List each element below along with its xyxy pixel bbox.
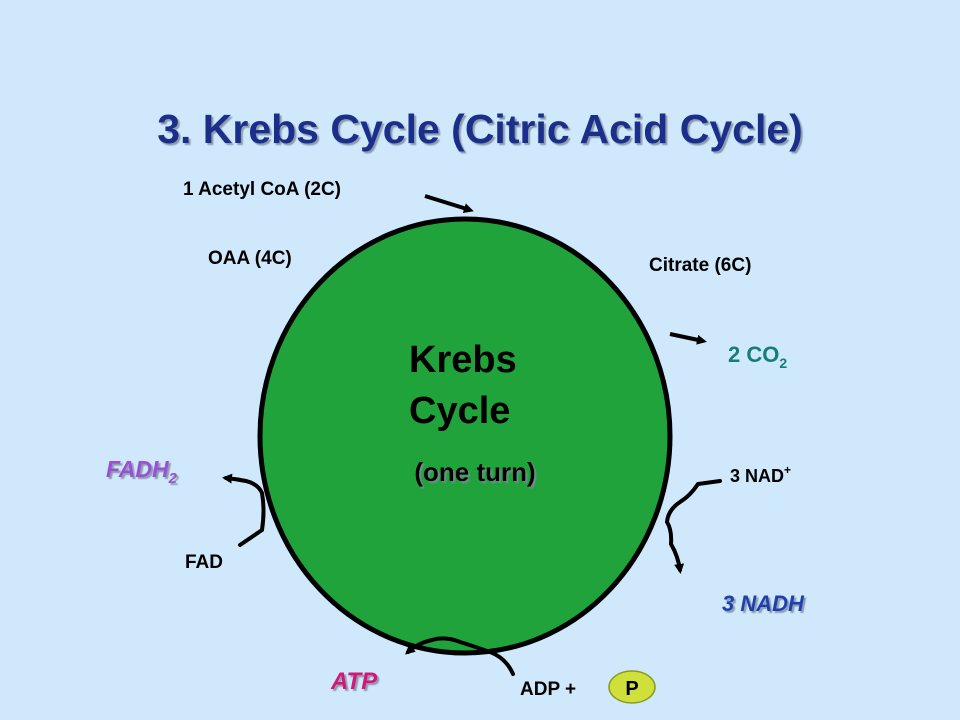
nad-curve xyxy=(664,479,722,574)
nad-label: 3 NAD+ xyxy=(730,463,791,486)
acetyl-coa-label: 1 Acetyl CoA (2C) xyxy=(183,179,341,200)
atp-label: ATP xyxy=(330,668,378,695)
citrate-label: Citrate (6C) xyxy=(649,255,751,276)
fadh2-label: FADH2 xyxy=(106,456,178,487)
acetyl-coa-arrow xyxy=(424,194,474,213)
fad-label: FAD xyxy=(185,552,223,573)
page-title: 3. Krebs Cycle (Citric Acid Cycle) xyxy=(157,106,803,152)
adp-label: ADP + xyxy=(520,679,576,700)
co2-label: 2 CO2 xyxy=(728,342,787,371)
fad-curve xyxy=(222,473,266,547)
oaa-label: OAA (4C) xyxy=(208,248,292,269)
cycle-name-line2: Cycle xyxy=(409,390,510,432)
co2-arrow xyxy=(669,332,707,345)
krebs-cycle-circle xyxy=(257,216,673,656)
nadh-label: 3 NADH xyxy=(722,591,805,616)
phosphate-label: P xyxy=(625,678,638,700)
phosphate-circle xyxy=(608,670,656,704)
atp-curve xyxy=(405,636,515,676)
cycle-subtitle: (one turn) xyxy=(414,457,535,487)
cycle-name-line1: Krebs xyxy=(409,339,517,381)
